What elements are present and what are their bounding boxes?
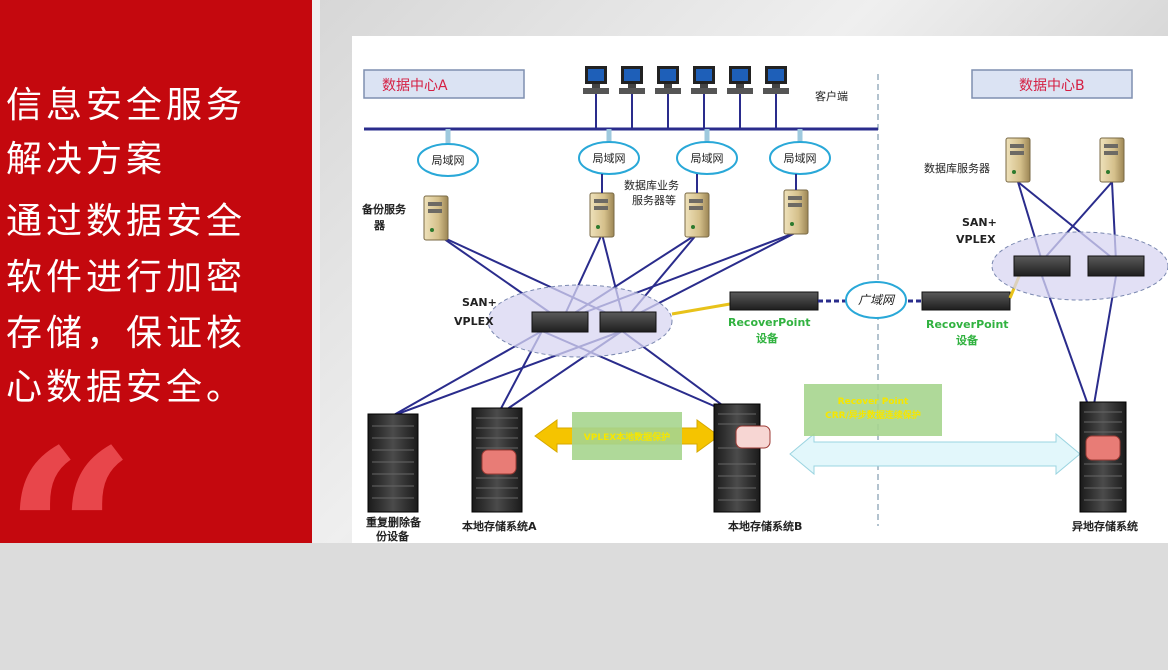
rack-switch-icon — [531, 311, 589, 333]
lan-drop-lines — [601, 174, 797, 193]
dedup-label-2: 份设备 — [376, 529, 410, 543]
rp-remote-box: Recover Point CRR/异步数据连续保护 — [804, 384, 942, 436]
tower-server-icon — [783, 189, 809, 235]
rp-remote-label-1: Recover Point — [838, 397, 909, 407]
lan-label: 局域网 — [593, 152, 626, 165]
storage-cabinet-icon — [1079, 401, 1127, 513]
body-line-3: 存储，保证核 — [6, 313, 247, 354]
data-center-a-box: 数据中心A — [363, 69, 525, 99]
recoverpoint-b-label-2: 设备 — [956, 333, 979, 347]
desktop-computer-icon — [727, 66, 753, 129]
dedup-label-1: 重复删除备 — [366, 515, 422, 529]
quote-mark-icon: “ — [4, 400, 137, 670]
data-center-b-box: 数据中心B — [971, 69, 1133, 99]
rack-switch-icon — [599, 311, 657, 333]
body-line-2: 软件进行加密 — [6, 257, 247, 298]
vplex-cluster-a — [487, 284, 673, 358]
desktop-computer-icon — [691, 66, 717, 129]
vplex-protect-box: VPLEX本地数据保护 — [572, 412, 682, 460]
storage-cabinet-icon — [471, 407, 523, 513]
double-arrow-icon — [789, 432, 1081, 476]
db-server-b-label: 数据库服务器 — [924, 161, 990, 175]
tower-server-icon — [423, 195, 449, 241]
cloud-icon: 局域网 — [676, 141, 738, 175]
data-center-b-label: 数据中心B — [1019, 78, 1085, 94]
desktop-computer-icon — [763, 66, 789, 129]
tower-server-icon — [684, 192, 710, 238]
recoverpoint-a-label-2: 设备 — [756, 331, 779, 345]
tower-server-icon — [1099, 137, 1125, 183]
storage-cabinet-icon — [713, 403, 771, 513]
storage-cabinet-icon — [367, 413, 419, 513]
rp-link-a — [671, 302, 731, 316]
rack-switch-icon — [921, 291, 1011, 311]
tower-server-icon — [589, 192, 615, 238]
tower-server-icon — [1005, 137, 1031, 183]
cloud-icon: 局域网 — [769, 141, 831, 175]
san-vplex-a-label-1: SAN+ — [462, 296, 497, 309]
cloud-icon: 局域网 — [417, 143, 479, 177]
lan-label: 局域网 — [691, 152, 724, 165]
vplex-cluster-b — [991, 231, 1168, 301]
local-storage-b-label: 本地存储系统B — [728, 519, 802, 533]
rp-remote-label-2: CRR/异步数据连续保护 — [825, 409, 921, 421]
body-line-1: 通过数据安全 — [6, 201, 247, 242]
heading-line-1: 信息安全服务 — [6, 85, 247, 126]
san-vplex-b-label-1: SAN+ — [962, 216, 997, 229]
db-app-label-2: 服务器等 — [632, 193, 676, 207]
lan-label: 局域网 — [784, 152, 817, 165]
desktop-computer-icon — [583, 66, 609, 129]
remote-storage-label: 异地存储系统 — [1072, 519, 1138, 533]
backup-server-label-2: 器 — [373, 219, 386, 232]
local-storage-a-label: 本地存储系统A — [462, 519, 537, 533]
left-red-panel: 信息安全服务 解决方案 通过数据安全 软件进行加密 存储，保证核 心数据安全。 … — [0, 0, 312, 650]
cloud-icon: 局域网 — [578, 141, 640, 175]
rack-switch-icon — [1013, 255, 1071, 277]
desktop-computer-icon — [619, 66, 645, 129]
body-line-4: 心数据安全。 — [6, 367, 247, 408]
lan-label: 局域网 — [432, 154, 465, 167]
wan-label: 广域网 — [858, 293, 896, 307]
recoverpoint-b-label-1: RecoverPoint — [926, 318, 1009, 331]
rack-switch-icon — [729, 291, 819, 311]
separator — [312, 0, 320, 543]
recoverpoint-a-label-1: RecoverPoint — [728, 316, 811, 329]
architecture-diagram: 数据中心A 数据中心B 客户端 — [352, 36, 1168, 543]
vplex-protect-label: VPLEX本地数据保护 — [584, 431, 670, 443]
backup-server-label-1: 备份服务 — [361, 202, 407, 216]
db-app-label-1: 数据库业务 — [624, 178, 679, 192]
san-vplex-a-label-2: VPLEX — [454, 315, 494, 328]
rack-switch-icon — [1087, 255, 1145, 277]
desktop-computer-icon — [655, 66, 681, 129]
san-vplex-b-label-2: VPLEX — [956, 233, 996, 246]
heading-line-2: 解决方案 — [6, 139, 167, 180]
client-label: 客户端 — [815, 89, 848, 103]
cloud-icon: 广域网 — [845, 281, 907, 319]
data-center-a-label: 数据中心A — [382, 78, 448, 94]
